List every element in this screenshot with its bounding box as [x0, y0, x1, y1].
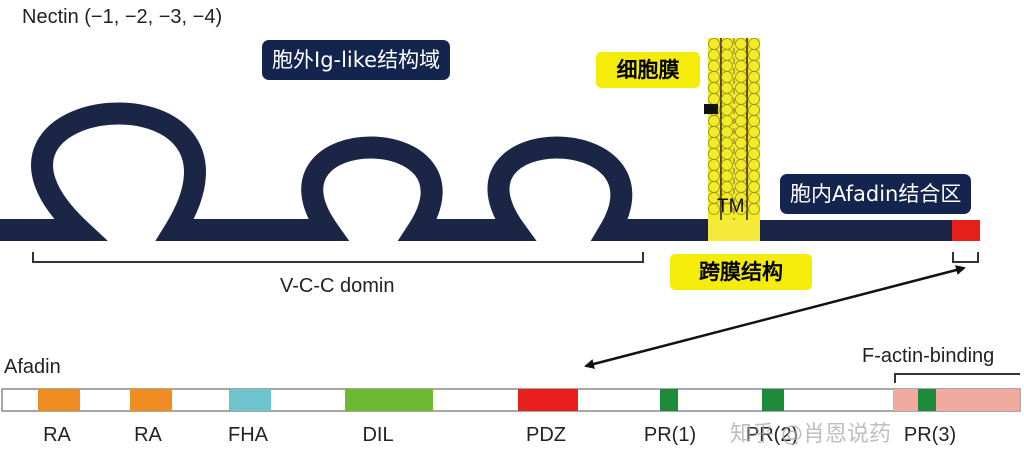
lipid-head: [748, 126, 760, 138]
lipid-head: [721, 82, 733, 94]
lipid-head: [708, 148, 720, 160]
tm-segment: [708, 220, 760, 241]
lipid-head: [748, 203, 760, 215]
transmembrane-box: 跨膜结构: [670, 254, 812, 290]
interaction-arrow: [584, 265, 966, 369]
afadin-title: Afadin: [4, 356, 61, 378]
lipid-head: [708, 93, 720, 105]
lipid-head: [721, 38, 733, 50]
lipid-head: [721, 181, 733, 193]
afadin-domain-blocks: [38, 389, 936, 411]
lipid-head: [735, 49, 747, 61]
vcc-bracket: [32, 252, 644, 263]
domain-label-pr3: PR(3): [903, 424, 957, 446]
lipid-head: [748, 192, 760, 204]
lipid-head: [748, 170, 760, 182]
lipid-head: [721, 170, 733, 182]
binding-bracket: [952, 252, 979, 263]
domain-label-ra-1: RA: [43, 424, 71, 446]
lipid-head: [735, 93, 747, 105]
lipid-head: [735, 115, 747, 127]
factin-bracket: [894, 373, 1020, 383]
lipid-head: [748, 137, 760, 149]
lipid-head: [748, 38, 760, 50]
lipid-head: [721, 126, 733, 138]
lipid-head: [708, 159, 720, 171]
lipid-head: [721, 115, 733, 127]
domain-block-ra-1: [130, 389, 172, 411]
cell-membrane-bilayer: [704, 38, 760, 220]
lipid-head: [708, 82, 720, 94]
lipid-head: [735, 104, 747, 116]
lipid-head: [721, 148, 733, 160]
lipid-head: [721, 203, 733, 215]
lipid-head: [721, 60, 733, 72]
domain-block-pr1-5: [660, 389, 678, 411]
lipid-head: [708, 71, 720, 83]
domain-block-fha-2: [229, 389, 271, 411]
nectin-extracellular-loops: [0, 102, 712, 241]
lipid-head: [721, 49, 733, 61]
lipid-head: [708, 181, 720, 193]
lipid-head: [708, 38, 720, 50]
domain-label-fha: FHA: [228, 424, 268, 446]
nectin-title: Nectin (−1, −2, −3, −4): [22, 6, 223, 28]
lipid-head: [748, 104, 760, 116]
lipid-head: [748, 49, 760, 61]
lipid-head: [721, 71, 733, 83]
lipid-head: [748, 82, 760, 94]
lipid-head: [735, 148, 747, 160]
lipid-head: [708, 60, 720, 72]
domain-block-pdz-4: [518, 389, 578, 411]
lipid-head: [748, 159, 760, 171]
zhihu-watermark: 知乎 @肖恩说药: [730, 422, 891, 447]
lipid-head: [748, 93, 760, 105]
lipid-head: [735, 82, 747, 94]
domain-label-pr1: PR(1): [643, 424, 697, 446]
ig-like-domain-box: 胞外Ig-like结构域: [262, 40, 451, 80]
domain-block-pr3-7: [918, 389, 936, 411]
membrane-anchor-mark: [704, 104, 718, 114]
lipid-head: [735, 71, 747, 83]
factin-region: [893, 389, 1020, 411]
cell-membrane-box: 细胞膜: [596, 52, 700, 88]
lipid-head: [708, 115, 720, 127]
lipid-head: [721, 137, 733, 149]
lipid-head: [721, 159, 733, 171]
factin-binding-label: F-actin-binding: [862, 345, 995, 367]
lipid-head: [721, 104, 733, 116]
domain-label-ra-2: RA: [134, 424, 162, 446]
domain-block-ra-0: [38, 389, 80, 411]
vcc-domain-label: V-C-C domin: [280, 275, 395, 297]
domain-block-pr2-6: [762, 389, 784, 411]
lipid-head: [748, 181, 760, 193]
lipid-head: [735, 181, 747, 193]
domain-label-pr2: PR(2): [745, 424, 799, 446]
lipid-head: [735, 203, 747, 215]
nectin-intracellular-tail: [760, 220, 952, 241]
lipid-head: [735, 159, 747, 171]
domain-block-dil-3: [345, 389, 433, 411]
afadin-binding-region-box: 胞内Afadin结合区: [780, 174, 972, 214]
domain-label-pdz: PDZ: [526, 424, 566, 446]
lipid-head: [735, 137, 747, 149]
lipid-head: [748, 60, 760, 72]
lipid-head: [748, 115, 760, 127]
lipid-head: [708, 49, 720, 61]
lipid-head: [748, 148, 760, 160]
afadin-binding-segment: [952, 220, 980, 241]
lipid-head: [721, 93, 733, 105]
lipid-head: [708, 170, 720, 182]
lipid-head: [708, 137, 720, 149]
lipid-head: [735, 126, 747, 138]
tm-label: TM: [717, 196, 745, 217]
lipid-head: [735, 38, 747, 50]
lipid-head: [708, 126, 720, 138]
lipid-head: [735, 170, 747, 182]
lipid-head: [735, 60, 747, 72]
domain-label-dil: DIL: [362, 424, 394, 446]
lipid-head: [708, 203, 720, 215]
lipid-head: [748, 71, 760, 83]
